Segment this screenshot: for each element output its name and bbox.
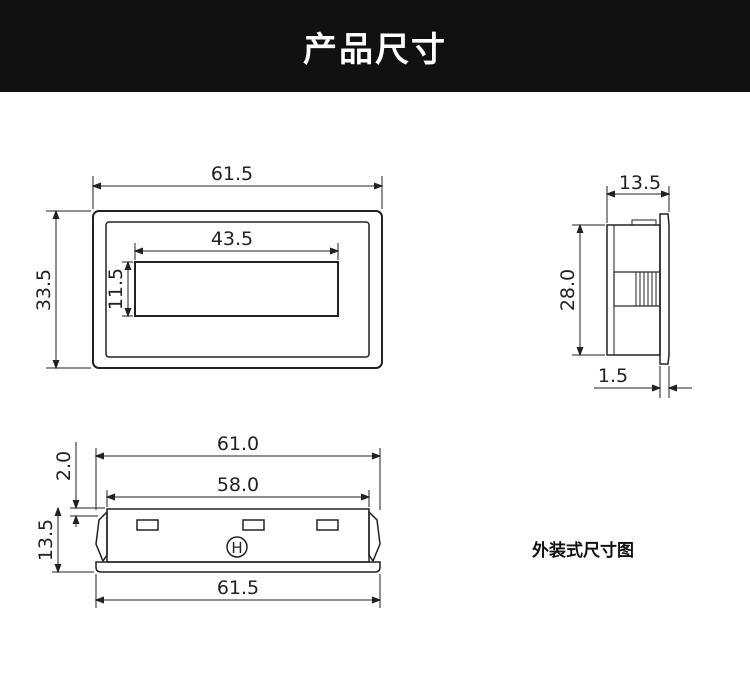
front-height-label: 33.5 [33, 269, 55, 311]
left-clip [95, 510, 108, 563]
side-height-label: 28.0 [557, 269, 579, 311]
terminal-screw [226, 536, 248, 558]
display-window [134, 261, 339, 317]
front-width-label: 61.5 [211, 163, 253, 185]
slot-right [316, 519, 339, 531]
side-view: 13.5 28.0 1.5 [557, 172, 692, 398]
front-view: 61.5 33.5 43.5 11.5 [33, 163, 384, 370]
slot-middle [242, 519, 265, 531]
side-flange [659, 213, 670, 365]
window-height-label: 11.5 [105, 268, 127, 310]
header-bar: 产品尺寸 [0, 0, 750, 92]
body-width-label: 61.0 [217, 433, 259, 455]
bottom-view: H 61.0 58.0 61.5 2.0 13.5 [35, 433, 382, 608]
flange-thickness-label: 2.0 [53, 451, 75, 481]
drawing-caption: 外装式尺寸图 [532, 541, 634, 561]
flange-width-label: 61.5 [217, 577, 259, 599]
front-inner-bezel [105, 221, 370, 358]
terminal-symbol: H [231, 539, 242, 557]
flange-label: 1.5 [598, 365, 628, 387]
window-width-label: 43.5 [211, 228, 253, 250]
bottom-depth-label: 13.5 [35, 519, 57, 561]
front-outer-bezel [92, 210, 383, 369]
right-clip [368, 510, 381, 563]
page-title: 产品尺寸 [303, 29, 447, 70]
bottom-flange [95, 561, 381, 573]
slot-left [136, 519, 159, 531]
side-depth-label: 13.5 [619, 172, 661, 194]
inner-width-label: 58.0 [217, 474, 259, 496]
